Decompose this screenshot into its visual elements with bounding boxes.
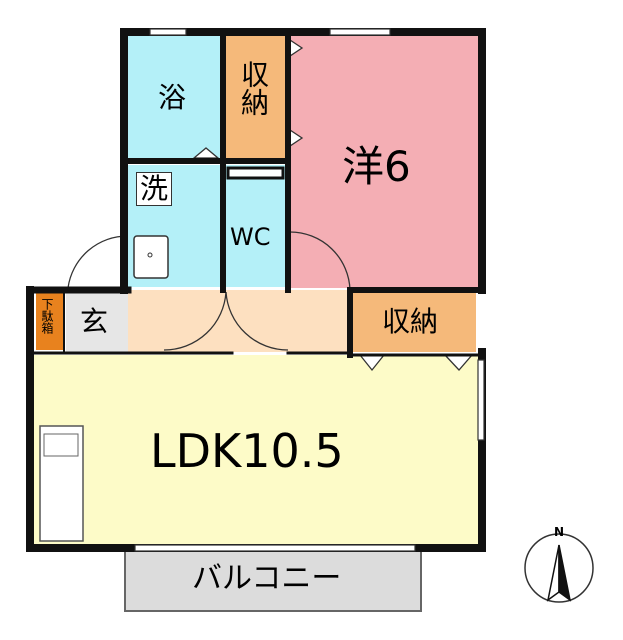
kitchen-sink [43,433,79,457]
compass-icon [524,533,594,603]
storage-top-area [226,36,286,158]
room-label-entrance: 玄 [80,305,109,338]
basin-drain [147,252,153,258]
storage-right-area [353,292,476,352]
western-room-area [290,35,478,288]
bath-area [128,36,220,158]
room-label-washroom: 洗 [136,172,173,206]
room-label-storage-top: 収納 [237,60,270,116]
entrance-area [66,290,128,352]
balcony-area [124,546,422,612]
walls [26,28,486,552]
compass-north-label: N [554,525,565,539]
room-label-western: 洋6 [342,142,411,191]
shoe-box-area [36,292,64,350]
room-label-bath: 浴 [158,81,187,114]
hall-area [128,290,353,352]
door-swings [67,231,351,351]
kitchen-counter [39,425,84,542]
room-label-ldk: LDK10.5 [150,424,344,478]
ldk-area [33,355,478,545]
toilet-area [226,165,286,287]
room-label-storage-right: 収納 [382,305,439,338]
label-shoe-box: 下駄箱 [40,298,54,334]
toilet-tank [226,166,285,180]
room-label-toilet: WC [230,223,271,251]
label-balcony: バルコニー [192,561,342,596]
windows [134,28,485,552]
